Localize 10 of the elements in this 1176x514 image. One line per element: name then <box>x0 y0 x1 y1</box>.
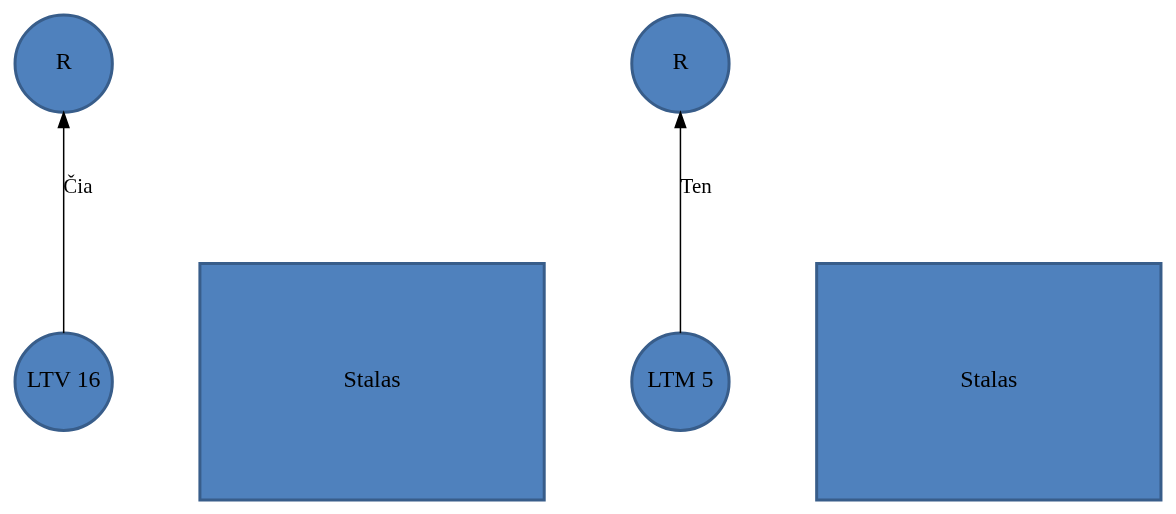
edge-label: Ten <box>680 173 712 198</box>
node-circle: LTV 16 <box>13 331 114 432</box>
arrow <box>674 109 687 334</box>
node-circle: R <box>13 13 114 114</box>
arrow <box>57 109 70 334</box>
node-circle: LTM 5 <box>630 331 731 432</box>
node-box: Stalas <box>198 261 546 501</box>
edge-label: Čia <box>63 173 93 198</box>
node-box: Stalas <box>815 261 1163 501</box>
node-circle: R <box>630 13 731 114</box>
